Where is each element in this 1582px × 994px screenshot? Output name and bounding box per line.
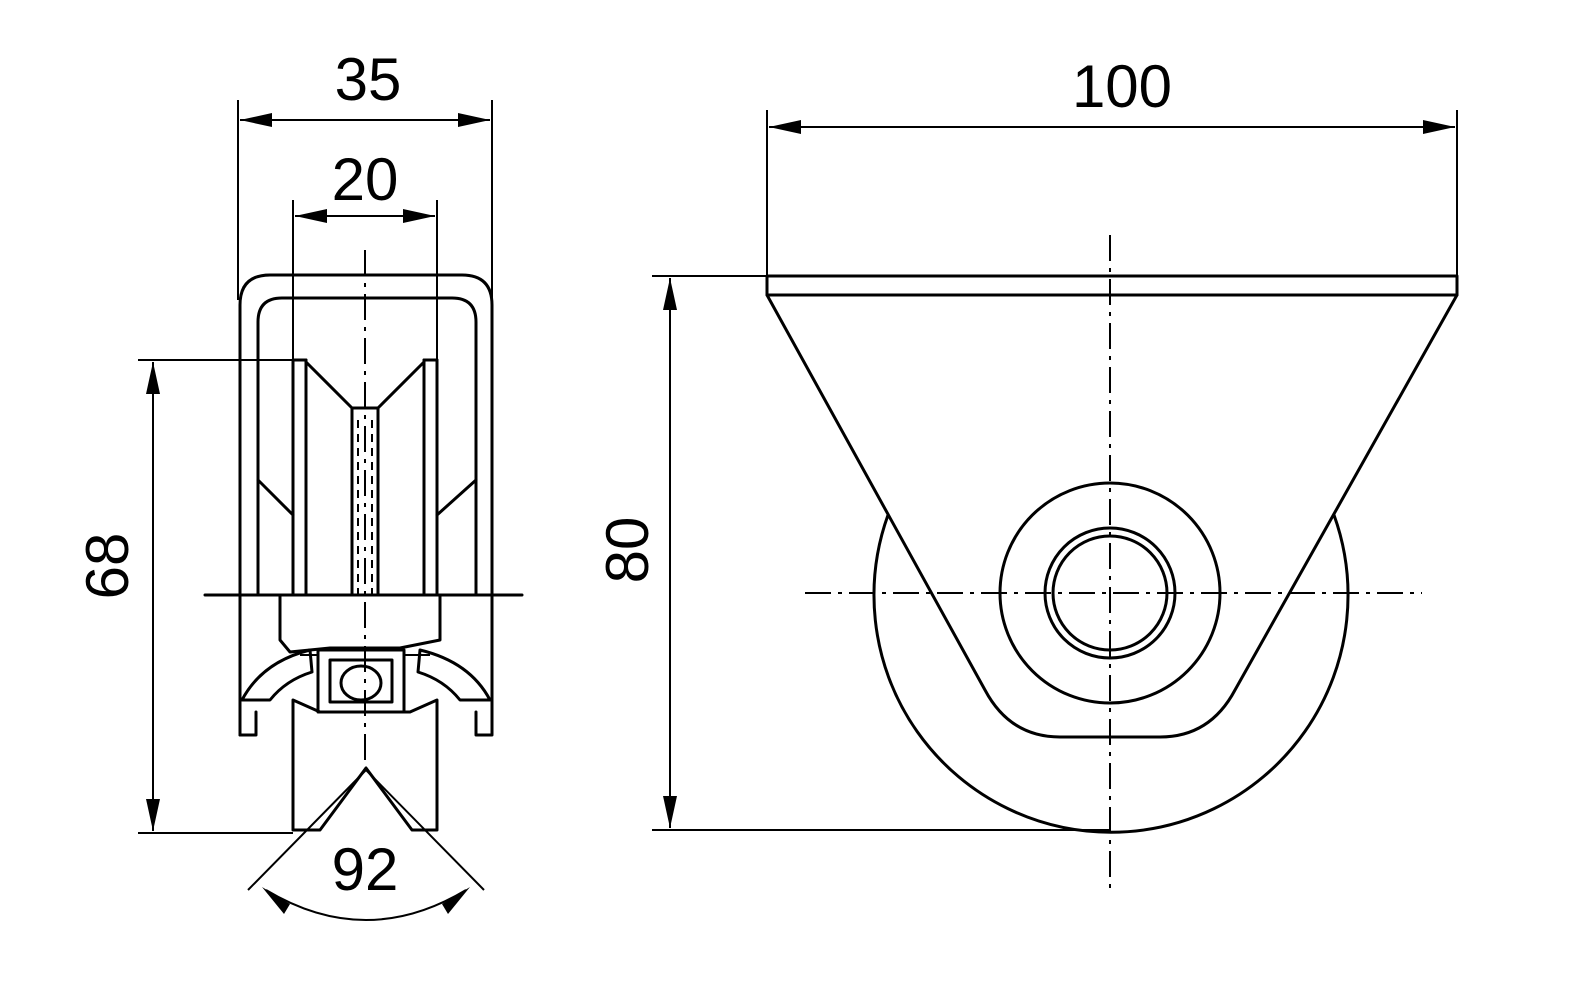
dim-overall-width: 100 <box>766 53 1458 276</box>
dim-groove-width-label: 20 <box>332 146 399 213</box>
side-section-view: 35 20 68 92 <box>74 46 524 921</box>
dim-outer-width: 35 <box>237 46 493 300</box>
dim-outer-width-label: 35 <box>335 46 402 113</box>
wheel-section-top <box>278 593 442 654</box>
dim-side-height: 68 <box>74 359 306 834</box>
bracket-body <box>765 293 1459 739</box>
wheel-upper <box>256 358 478 597</box>
wheel-section-bottom <box>291 698 439 832</box>
dim-overall-height: 80 <box>594 275 1110 831</box>
axle-left-arm <box>240 648 314 702</box>
bracket-outer-left-foot <box>238 710 258 737</box>
dim-groove-angle: 92 <box>247 769 485 921</box>
bearing <box>300 648 430 714</box>
dim-groove-angle-label: 92 <box>332 836 399 903</box>
bracket-outer <box>238 273 494 737</box>
dim-overall-width-label: 100 <box>1072 53 1172 120</box>
axle-right-arm <box>416 648 492 702</box>
bracket-inner <box>256 296 478 597</box>
dim-side-height-label: 68 <box>74 533 141 600</box>
front-view: 100 80 <box>594 53 1459 890</box>
dim-overall-height-label: 80 <box>594 517 661 584</box>
dim-groove-width: 20 <box>292 146 438 595</box>
mounting-plate <box>765 274 1459 297</box>
